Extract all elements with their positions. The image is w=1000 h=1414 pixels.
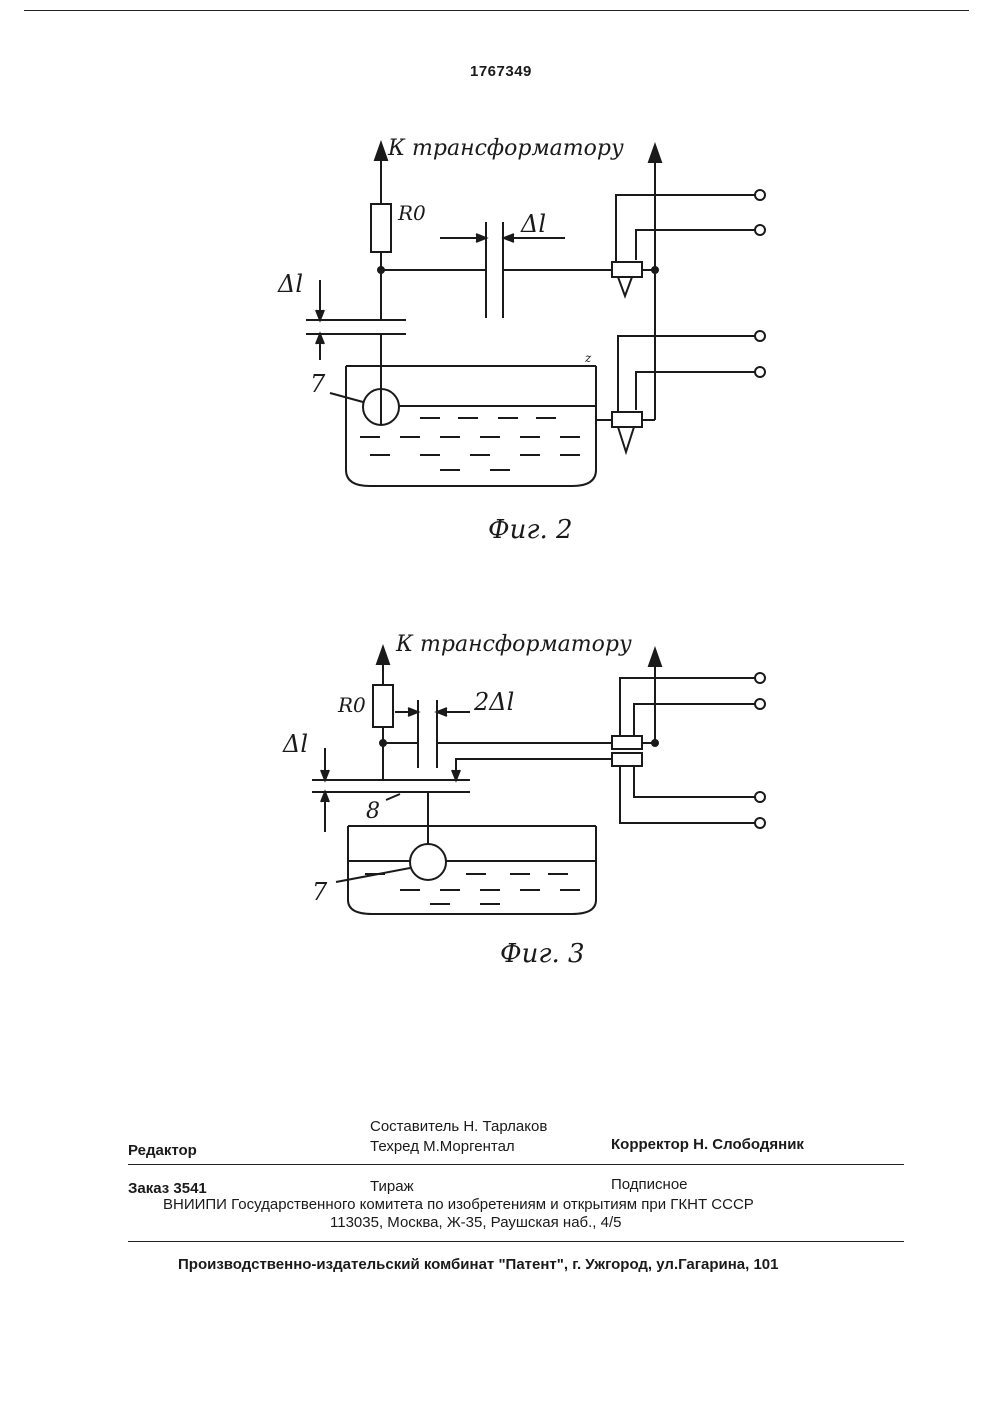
fig2-marker: z — [584, 351, 592, 365]
fig2-gap-label: Δl — [520, 210, 546, 238]
fig3-output-label: К трансформатору — [395, 632, 632, 657]
fig2-output-label: К трансформатору — [387, 136, 624, 161]
fig3-vertical-gap-label: Δl — [282, 730, 308, 758]
fig3-plate-label: 8 — [366, 799, 380, 824]
fig2-caption: Фиг. 2 — [488, 515, 573, 545]
fig3-resistor-label: R0 — [337, 693, 366, 717]
imprint-institute: ВНИИПИ Государственного комитета по изоб… — [163, 1196, 754, 1214]
fig2-resistor-label: R0 — [397, 201, 426, 225]
fig3-caption: Фиг. 3 — [500, 939, 585, 969]
figure-3-diagram: К трансформатору R0 2Δl Δl 8 7 Фиг. 3 — [0, 600, 1000, 980]
imprint-techred: Техред М.Моргентал — [370, 1138, 515, 1156]
imprint-editor: Редактор — [128, 1142, 197, 1160]
figure-2-diagram: К трансформатору R0 Δl Δl 7 z Фиг. 2 — [0, 0, 1000, 560]
fig2-vertical-gap-label: Δl — [277, 270, 303, 298]
imprint-publisher: Производственно-издательский комбинат "П… — [178, 1256, 779, 1274]
imprint-circulation: Тираж — [370, 1178, 414, 1196]
fig3-float-label: 7 — [312, 878, 328, 906]
imprint-corrector: Корректор Н. Слободяник — [611, 1136, 804, 1154]
imprint-rule-bottom — [128, 1241, 904, 1242]
imprint-rule-top — [128, 1164, 904, 1165]
imprint-compiler: Составитель Н. Тарлаков — [370, 1118, 547, 1136]
imprint-subscription: Подписное — [611, 1176, 688, 1194]
imprint-address: 113035, Москва, Ж-35, Раушская наб., 4/5 — [330, 1214, 622, 1232]
fig2-float-label: 7 — [310, 370, 326, 398]
fig3-gap-label: 2Δl — [473, 688, 514, 716]
